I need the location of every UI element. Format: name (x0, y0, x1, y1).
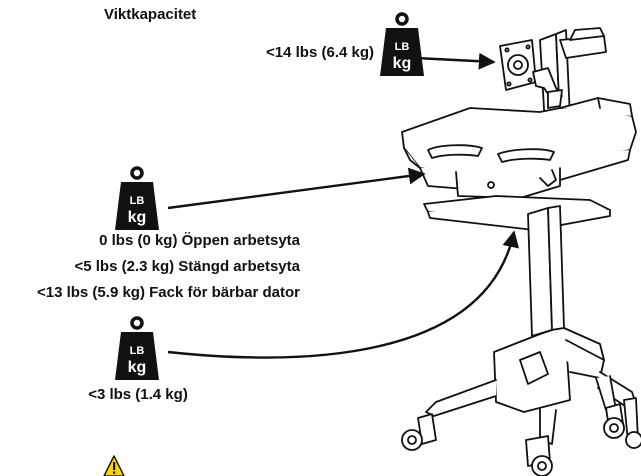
weight-icon: LB kg (380, 12, 424, 76)
worksurface-capacity-closed: <5 lbs (2.3 kg) Stängd arbetsyta (74, 258, 301, 275)
svg-text:LB: LB (130, 195, 145, 207)
keyboard-tray-capacity-label: <3 lbs (1.4 kg) (88, 386, 188, 403)
worksurface-capacity-open: 0 lbs (0 kg) Öppen arbetsyta (99, 232, 300, 249)
svg-text:LB: LB (130, 345, 145, 357)
weight-icon: LB kg (115, 166, 159, 230)
worksurface-capacity-laptop: <13 lbs (5.9 kg) Fack för bärbar dator (36, 284, 300, 301)
svg-text:LB: LB (395, 41, 410, 53)
arrow-icon-worksurface (167, 167, 426, 210)
svg-text:kg: kg (128, 209, 147, 226)
keyboard-tray (423, 195, 611, 231)
cart-illustration (401, 27, 641, 476)
svg-text:kg: kg (393, 55, 412, 72)
arrows (167, 52, 520, 359)
arrow-icon-keyboard-tray (167, 230, 520, 359)
weight-icon: LB kg (115, 316, 159, 380)
cart-base (425, 327, 637, 445)
worksurface (401, 97, 637, 199)
warning-icon (103, 455, 125, 476)
casters (401, 397, 641, 476)
page-title: Viktkapacitet (104, 6, 197, 23)
monitor-mount (499, 39, 563, 109)
monitor-capacity-label: <14 lbs (6.4 kg) (266, 44, 374, 61)
arrow-icon-monitor (415, 52, 496, 70)
svg-text:kg: kg (128, 359, 147, 376)
